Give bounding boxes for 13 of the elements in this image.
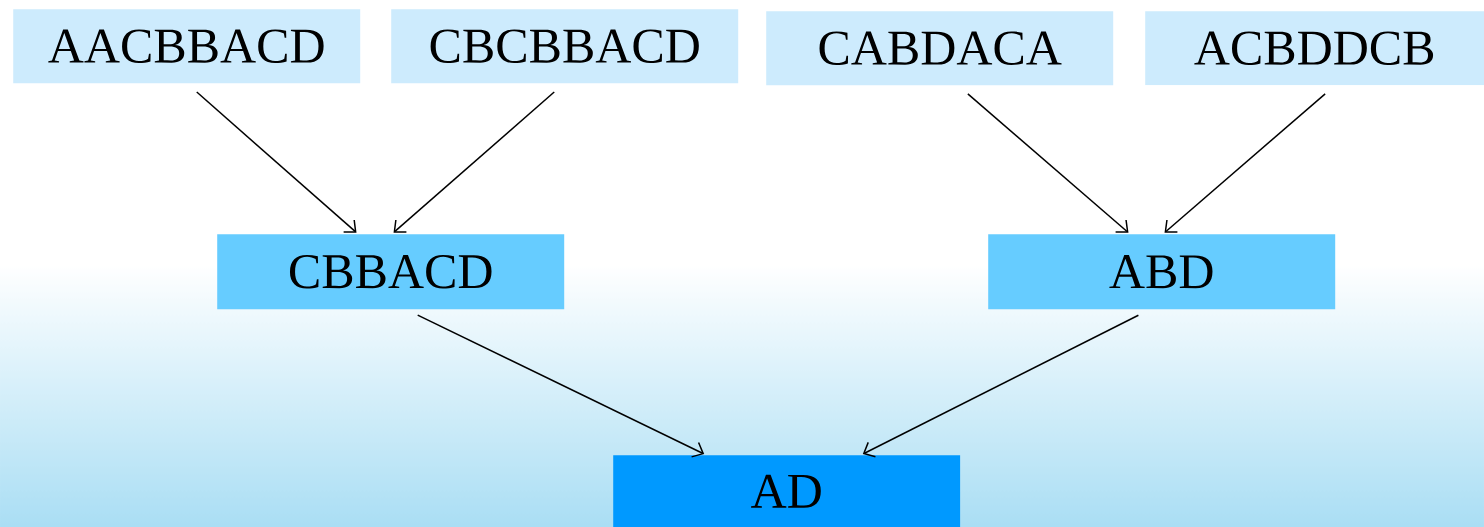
arrow bbox=[1164, 93, 1326, 233]
process-box: AD bbox=[613, 455, 961, 527]
arrow bbox=[416, 314, 705, 458]
process-box: CBBACD bbox=[217, 234, 565, 310]
process-box: CABDACA bbox=[766, 11, 1114, 86]
process-box: CBCBBACD bbox=[391, 9, 739, 84]
arrow bbox=[967, 93, 1129, 233]
arrow bbox=[862, 314, 1140, 458]
arrow bbox=[393, 91, 555, 233]
process-box: ABD bbox=[988, 234, 1336, 310]
process-box: AACBBACD bbox=[13, 9, 361, 84]
arrow bbox=[196, 91, 357, 233]
process-box: ACBDDCB bbox=[1145, 11, 1484, 86]
